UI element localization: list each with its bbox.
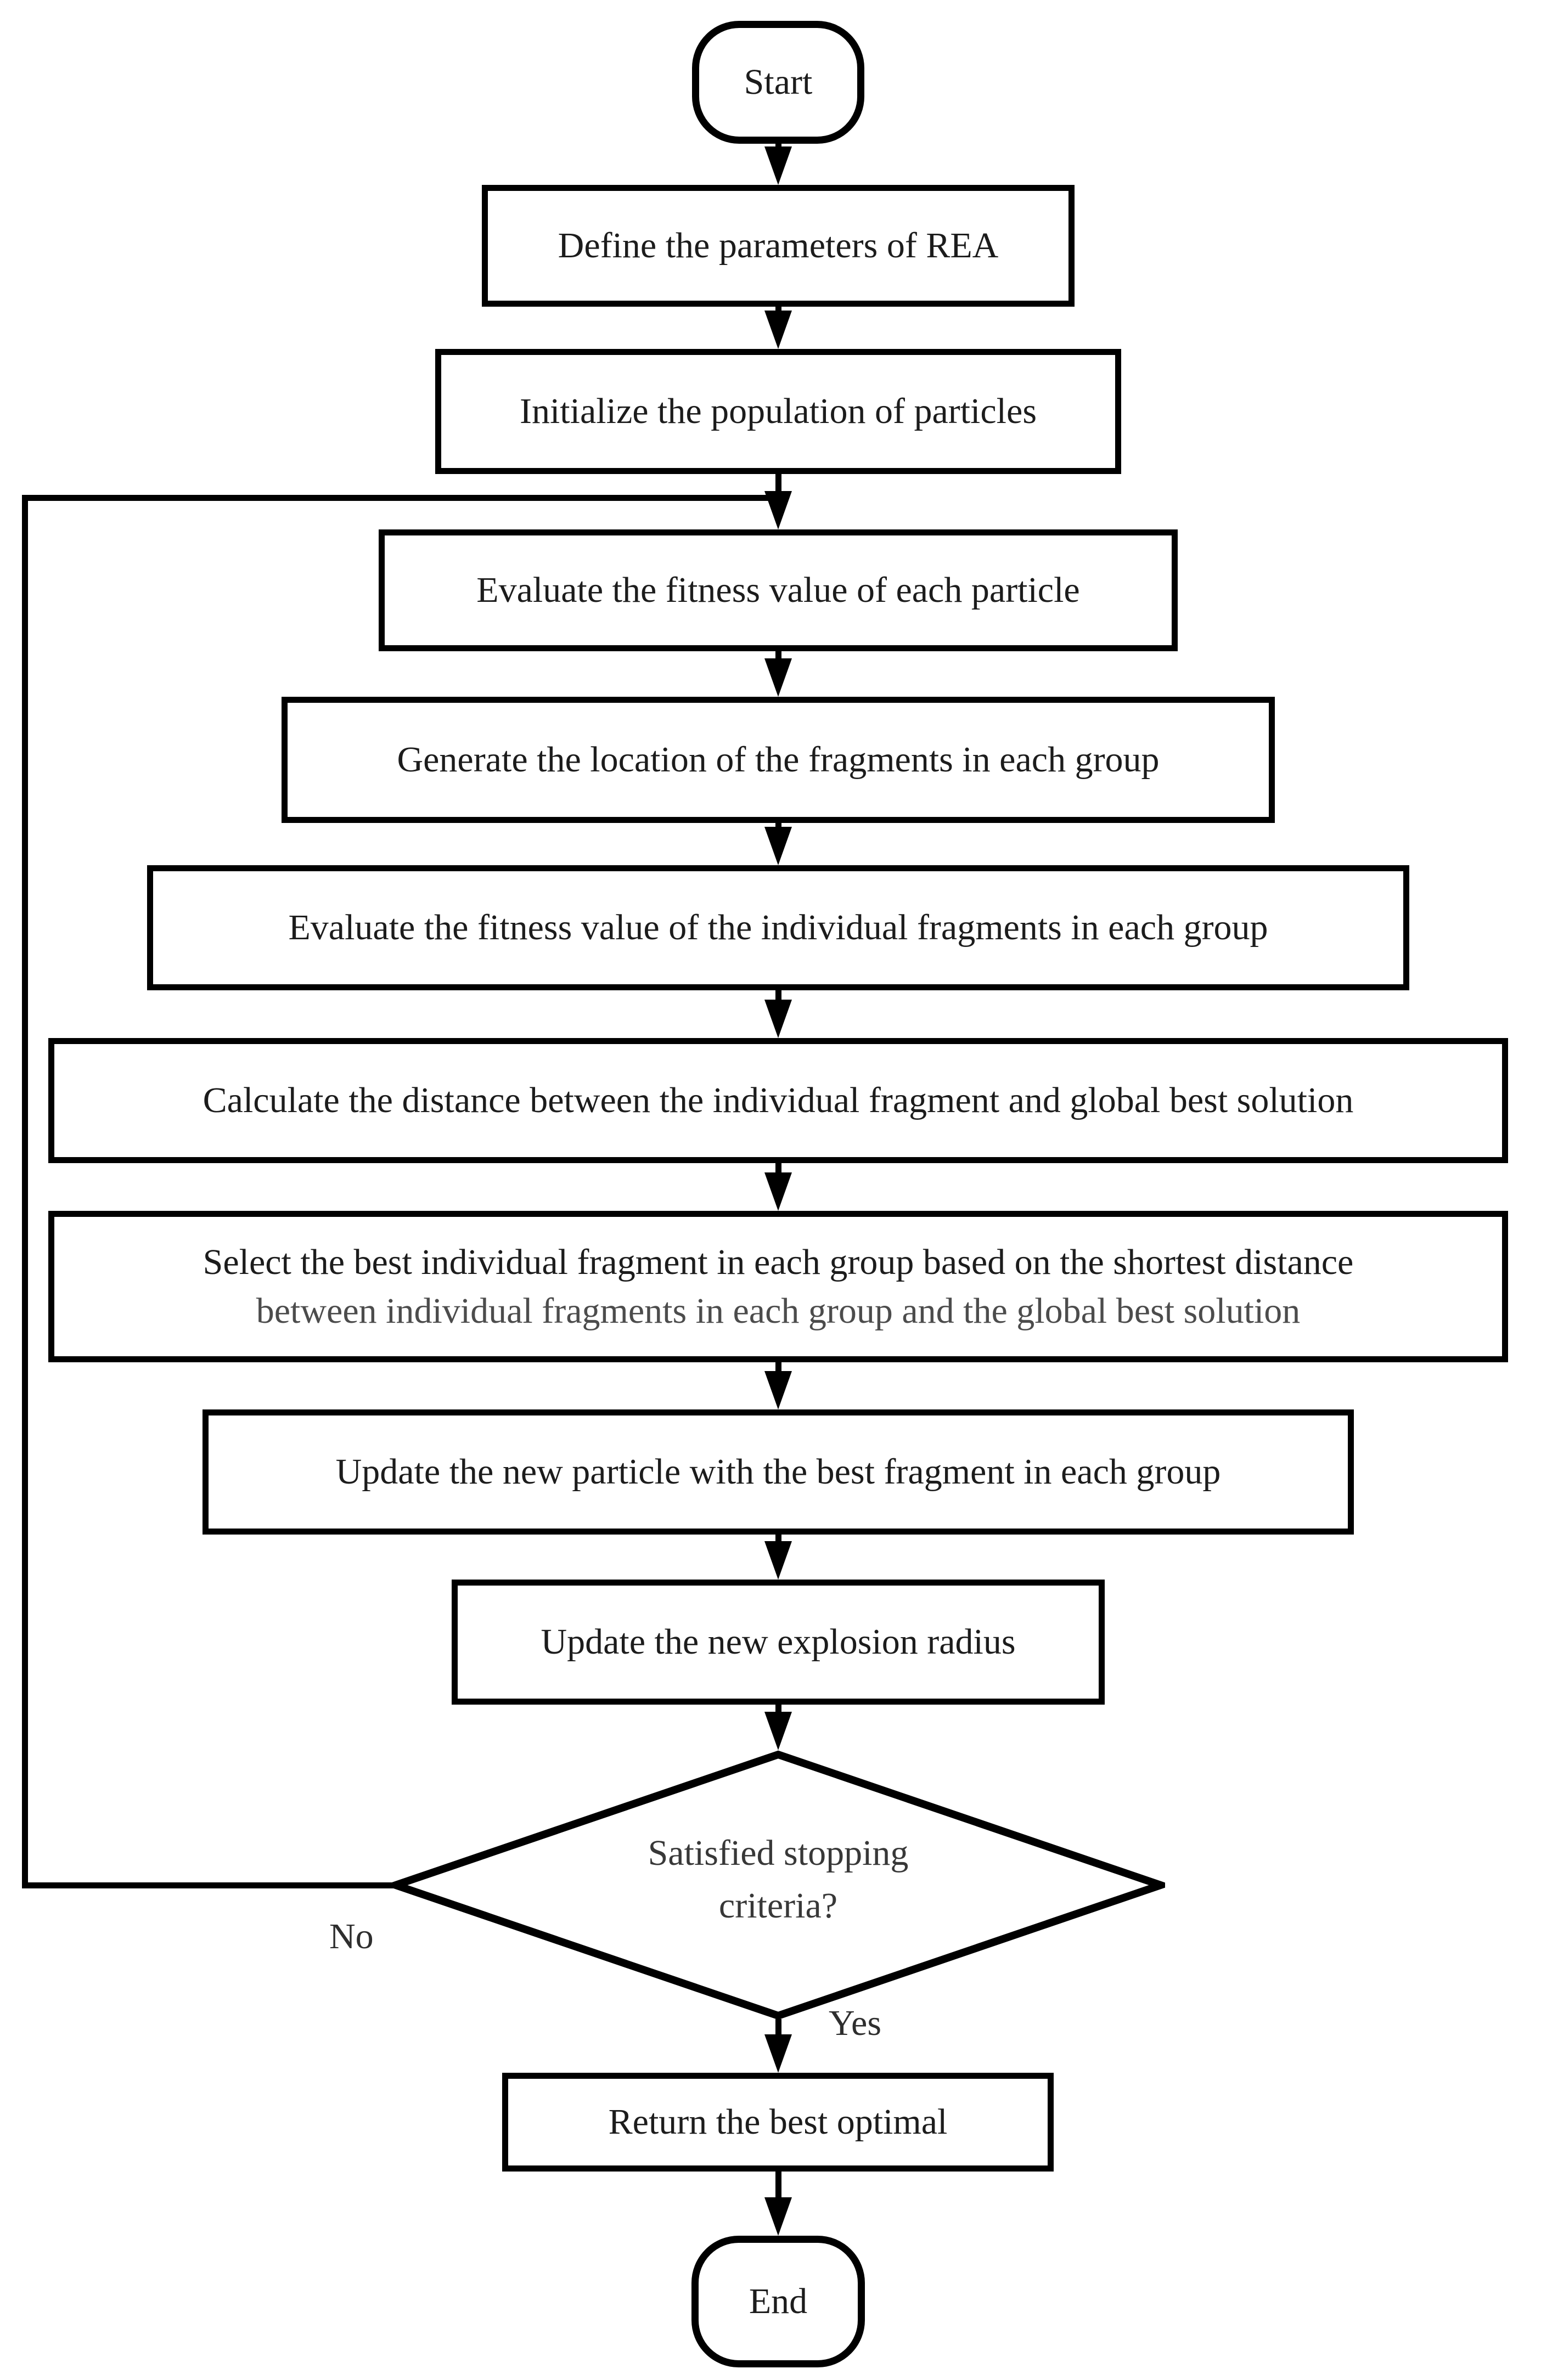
define-parameters-node: Define the parameters of REA xyxy=(482,185,1075,307)
select-best-fragment-label-line1: Select the best individual fragment in e… xyxy=(203,1242,1354,1282)
stopping-criteria-label-line2: criteria? xyxy=(718,1885,838,1926)
return-best-optimal-node: Return the best optimal xyxy=(502,2073,1054,2172)
yes-branch-label: Yes xyxy=(829,2003,882,2043)
edge-update-radius-to-decision-line xyxy=(775,1704,781,1714)
loop-bottom-line xyxy=(22,1882,394,1888)
edge-define-to-initialize-arrowhead xyxy=(764,311,792,349)
start-node: Start xyxy=(692,21,864,144)
edge-return-to-end-line xyxy=(775,2170,781,2200)
no-branch-label: No xyxy=(329,1916,374,1956)
edge-update-particle-to-update-radius-arrowhead xyxy=(764,1541,792,1580)
edge-evaluate-to-generate-arrowhead xyxy=(764,658,792,697)
evaluate-particle-fitness-node: Evaluate the fitness value of each parti… xyxy=(379,529,1178,651)
generate-fragment-locations-label: Generate the location of the fragments i… xyxy=(397,740,1160,780)
edge-return-to-end-arrowhead xyxy=(764,2197,792,2236)
stopping-criteria-decision-diamond xyxy=(391,1750,1165,2020)
stopping-criteria-label-line1: Satisfied stopping xyxy=(648,1833,909,1873)
update-explosion-radius-label: Update the new explosion radius xyxy=(541,1622,1016,1662)
evaluate-particle-fitness-label: Evaluate the fitness value of each parti… xyxy=(476,570,1080,611)
edge-update-particle-to-update-radius-line xyxy=(775,1533,781,1544)
end-node: End xyxy=(691,2236,865,2367)
update-particle-node: Update the new particle with the best fr… xyxy=(203,1409,1354,1535)
edge-generate-to-evaluate-fragments-arrowhead xyxy=(764,827,792,865)
edge-evaluate-fragments-to-calculate-line xyxy=(775,989,781,1002)
edge-evaluate-fragments-to-calculate-arrowhead xyxy=(764,1000,792,1038)
edge-start-to-define-arrowhead xyxy=(764,146,792,185)
edge-decision-to-return-arrowhead xyxy=(764,2034,792,2073)
edge-select-to-update-particle-line xyxy=(775,1361,781,1374)
edge-update-radius-to-decision-arrowhead xyxy=(764,1712,792,1750)
generate-fragment-locations-node: Generate the location of the fragments i… xyxy=(282,697,1275,823)
edge-initialize-to-evaluate-line xyxy=(775,473,781,494)
initialize-population-label: Initialize the population of particles xyxy=(519,391,1037,432)
select-best-fragment-node: Select the best individual fragment in e… xyxy=(48,1211,1508,1362)
evaluate-fragment-fitness-node: Evaluate the fitness value of the indivi… xyxy=(147,865,1409,990)
edge-select-to-update-particle-arrowhead xyxy=(764,1371,792,1409)
evaluate-fragment-fitness-label: Evaluate the fitness value of the indivi… xyxy=(288,907,1268,948)
loop-left-line xyxy=(22,495,28,1888)
edge-generate-to-evaluate-fragments-line xyxy=(775,822,781,830)
return-best-optimal-label: Return the best optimal xyxy=(608,2102,948,2142)
edge-decision-to-return-line xyxy=(775,2019,781,2037)
select-best-fragment-label-line2: between individual fragments in each gro… xyxy=(256,1291,1301,1331)
loop-top-line xyxy=(22,495,781,501)
calculate-distance-label: Calculate the distance between the indiv… xyxy=(203,1080,1354,1121)
start-label: Start xyxy=(744,62,813,103)
initialize-population-node: Initialize the population of particles xyxy=(435,349,1121,474)
end-label: End xyxy=(749,2281,808,2322)
edge-initialize-to-evaluate-arrowhead xyxy=(764,491,792,529)
stopping-criteria-label: Satisfied stopping criteria? xyxy=(493,1827,1064,1932)
edge-evaluate-to-generate-line xyxy=(775,650,781,661)
edge-calculate-to-select-line xyxy=(775,1162,781,1175)
update-explosion-radius-node: Update the new explosion radius xyxy=(452,1580,1105,1705)
edge-calculate-to-select-arrowhead xyxy=(764,1172,792,1211)
update-particle-label: Update the new particle with the best fr… xyxy=(335,1452,1221,1492)
define-parameters-label: Define the parameters of REA xyxy=(558,225,999,266)
calculate-distance-node: Calculate the distance between the indiv… xyxy=(48,1038,1508,1163)
